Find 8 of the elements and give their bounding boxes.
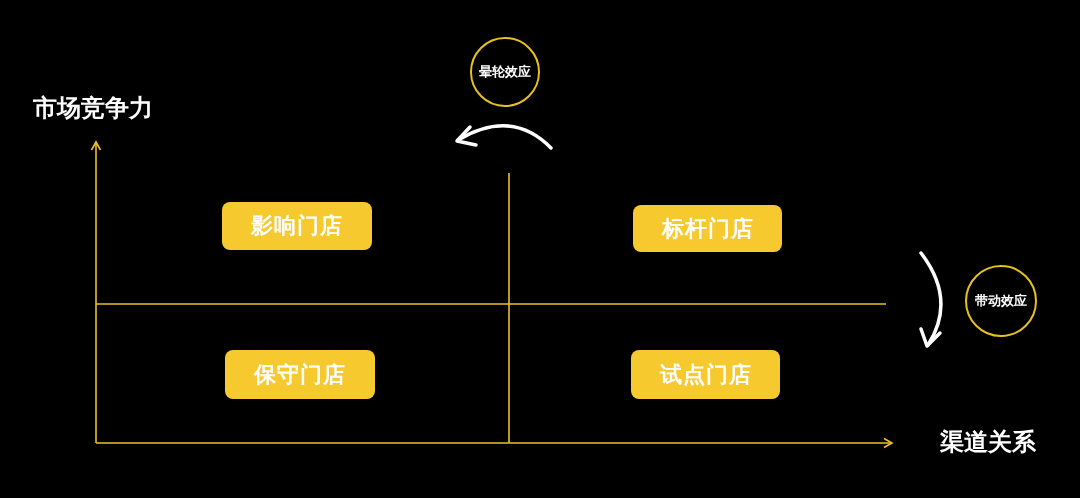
quadrant-box: 保守门店 <box>225 350 375 399</box>
quadrant-box: 标杆门店 <box>633 205 782 252</box>
quadrant-box: 影响门店 <box>222 202 372 250</box>
axis-label: 市场竞争力 <box>33 94 153 123</box>
effect-circle: 晕轮效应 <box>470 37 540 107</box>
quadrant-box: 试点门店 <box>631 350 780 399</box>
effect-circle: 带动效应 <box>965 265 1037 337</box>
axis-label: 渠道关系 <box>940 428 1036 457</box>
